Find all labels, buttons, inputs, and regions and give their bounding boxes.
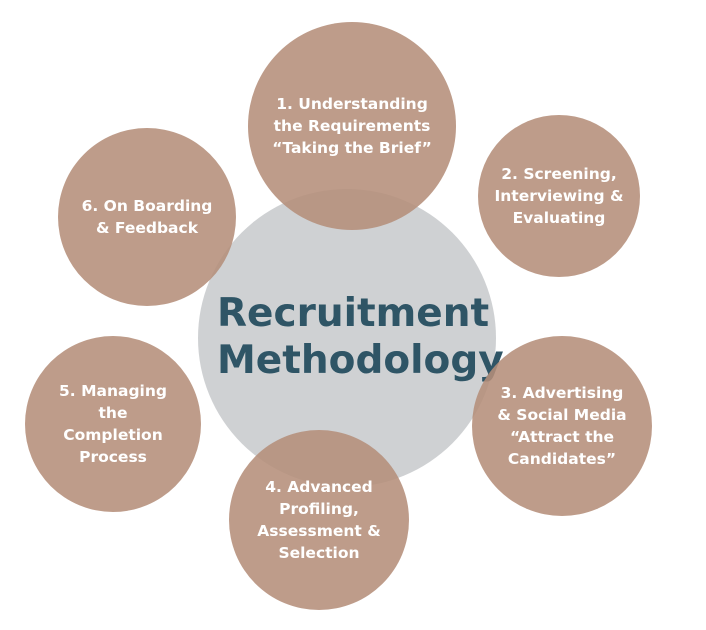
step-3-line-1: 3. Advertising	[500, 384, 624, 402]
step-6-label: 6. On Boarding & Feedback	[58, 195, 236, 239]
step-2-line-3: Evaluating	[512, 209, 606, 227]
center-title-line-2: Methodology	[217, 338, 504, 383]
step-4-line-3: Assessment &	[257, 522, 381, 540]
step-1-line-3: “Taking the Brief”	[272, 139, 432, 157]
step-3-circle: 3. Advertising & Social Media “Attract t…	[472, 336, 652, 516]
step-3-line-3: “Attract the	[509, 428, 615, 446]
step-4-circle: 4. Advanced Profiling, Assessment & Sele…	[229, 430, 409, 610]
step-1-circle: 1. Understanding the Requirements “Takin…	[248, 22, 456, 230]
step-1-label: 1. Understanding the Requirements “Takin…	[248, 93, 456, 159]
step-3-label: 3. Advertising & Social Media “Attract t…	[472, 382, 652, 470]
step-5-line-2: the	[98, 404, 128, 422]
step-6-line-1: 6. On Boarding	[81, 197, 213, 215]
step-2-circle: 2. Screening, Interviewing & Evaluating	[478, 115, 640, 277]
step-3-line-2: & Social Media	[497, 406, 627, 424]
step-2-label: 2. Screening, Interviewing & Evaluating	[478, 163, 640, 229]
step-2-line-1: 2. Screening,	[501, 165, 617, 183]
step-4-line-1: 4. Advanced	[265, 478, 373, 496]
step-5-label: 5. Managing the Completion Process	[25, 380, 201, 468]
step-5-circle: 5. Managing the Completion Process	[25, 336, 201, 512]
step-5-line-1: 5. Managing	[59, 382, 167, 400]
step-4-label: 4. Advanced Profiling, Assessment & Sele…	[229, 476, 409, 564]
center-title-line-1: Recruitment	[217, 291, 490, 337]
step-6-line-2: & Feedback	[95, 219, 199, 237]
step-5-line-4: Process	[79, 448, 147, 466]
step-1-line-2: the Requirements	[273, 117, 431, 135]
center-title: Recruitment Methodology	[217, 291, 504, 385]
step-1-line-1: 1. Understanding	[276, 95, 428, 113]
step-3-line-4: Candidates”	[507, 450, 617, 468]
step-4-line-2: Profiling,	[279, 500, 359, 518]
step-6-circle: 6. On Boarding & Feedback	[58, 128, 236, 306]
step-4-line-4: Selection	[278, 544, 360, 562]
step-5-line-3: Completion	[63, 426, 163, 444]
step-2-line-2: Interviewing &	[494, 187, 624, 205]
